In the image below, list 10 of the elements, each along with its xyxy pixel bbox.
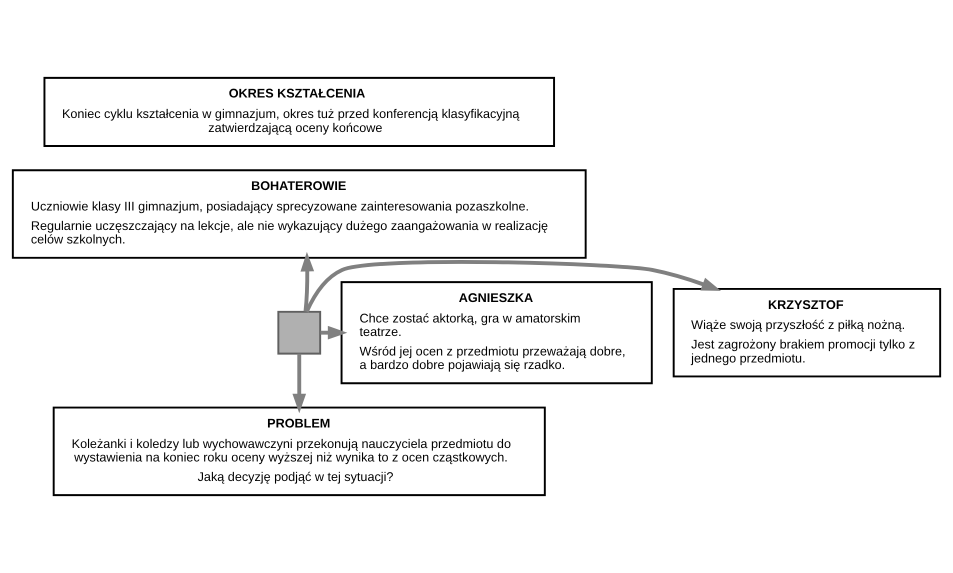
node-box: PROBLEM Koleżanki i koledzy lub wychowawczyni przekonują nauczyciela przedmiotu do wystawienia na koniec roku oceny wyższej niż wynika to z ocen cząstkowych. Jaką decyzję podjąć w tej sytuacji?	[52, 406, 546, 496]
node-box: KRZYSZTOF Wiąże swoją przyszłość z piłką nożną. Jest zagrożony brakiem promocji tylko z jednego przedmiotu.	[672, 288, 942, 378]
arrow	[304, 260, 721, 312]
arrow	[292, 354, 306, 414]
node-cross	[277, 310, 322, 355]
arrow	[320, 326, 348, 340]
node-box: AGNIESZKA Chce zostać aktorką, gra w amatorskim teatrze. Wśród jej ocen z przedmiotu przeważają dobre, a bardzo dobre pojawiają się rzadko.	[340, 281, 653, 384]
arrow	[300, 252, 314, 312]
node-box: OKRES KSZTAŁCENIA Koniec cyklu kształcenia w gimnazjum, okres tuż przed konferencją klasyfikacyjną zatwierdzającą oceny końcowe	[43, 76, 556, 147]
node-box: BOHATEROWIE Uczniowie klasy III gimnazjum, posiadający sprecyzowane zainteresowania pozaszkolne. Regularnie uczęszczający na lekcje, ale nie wykazujący dużego zaangażowania w realizację celów szkolnych.	[12, 169, 587, 259]
